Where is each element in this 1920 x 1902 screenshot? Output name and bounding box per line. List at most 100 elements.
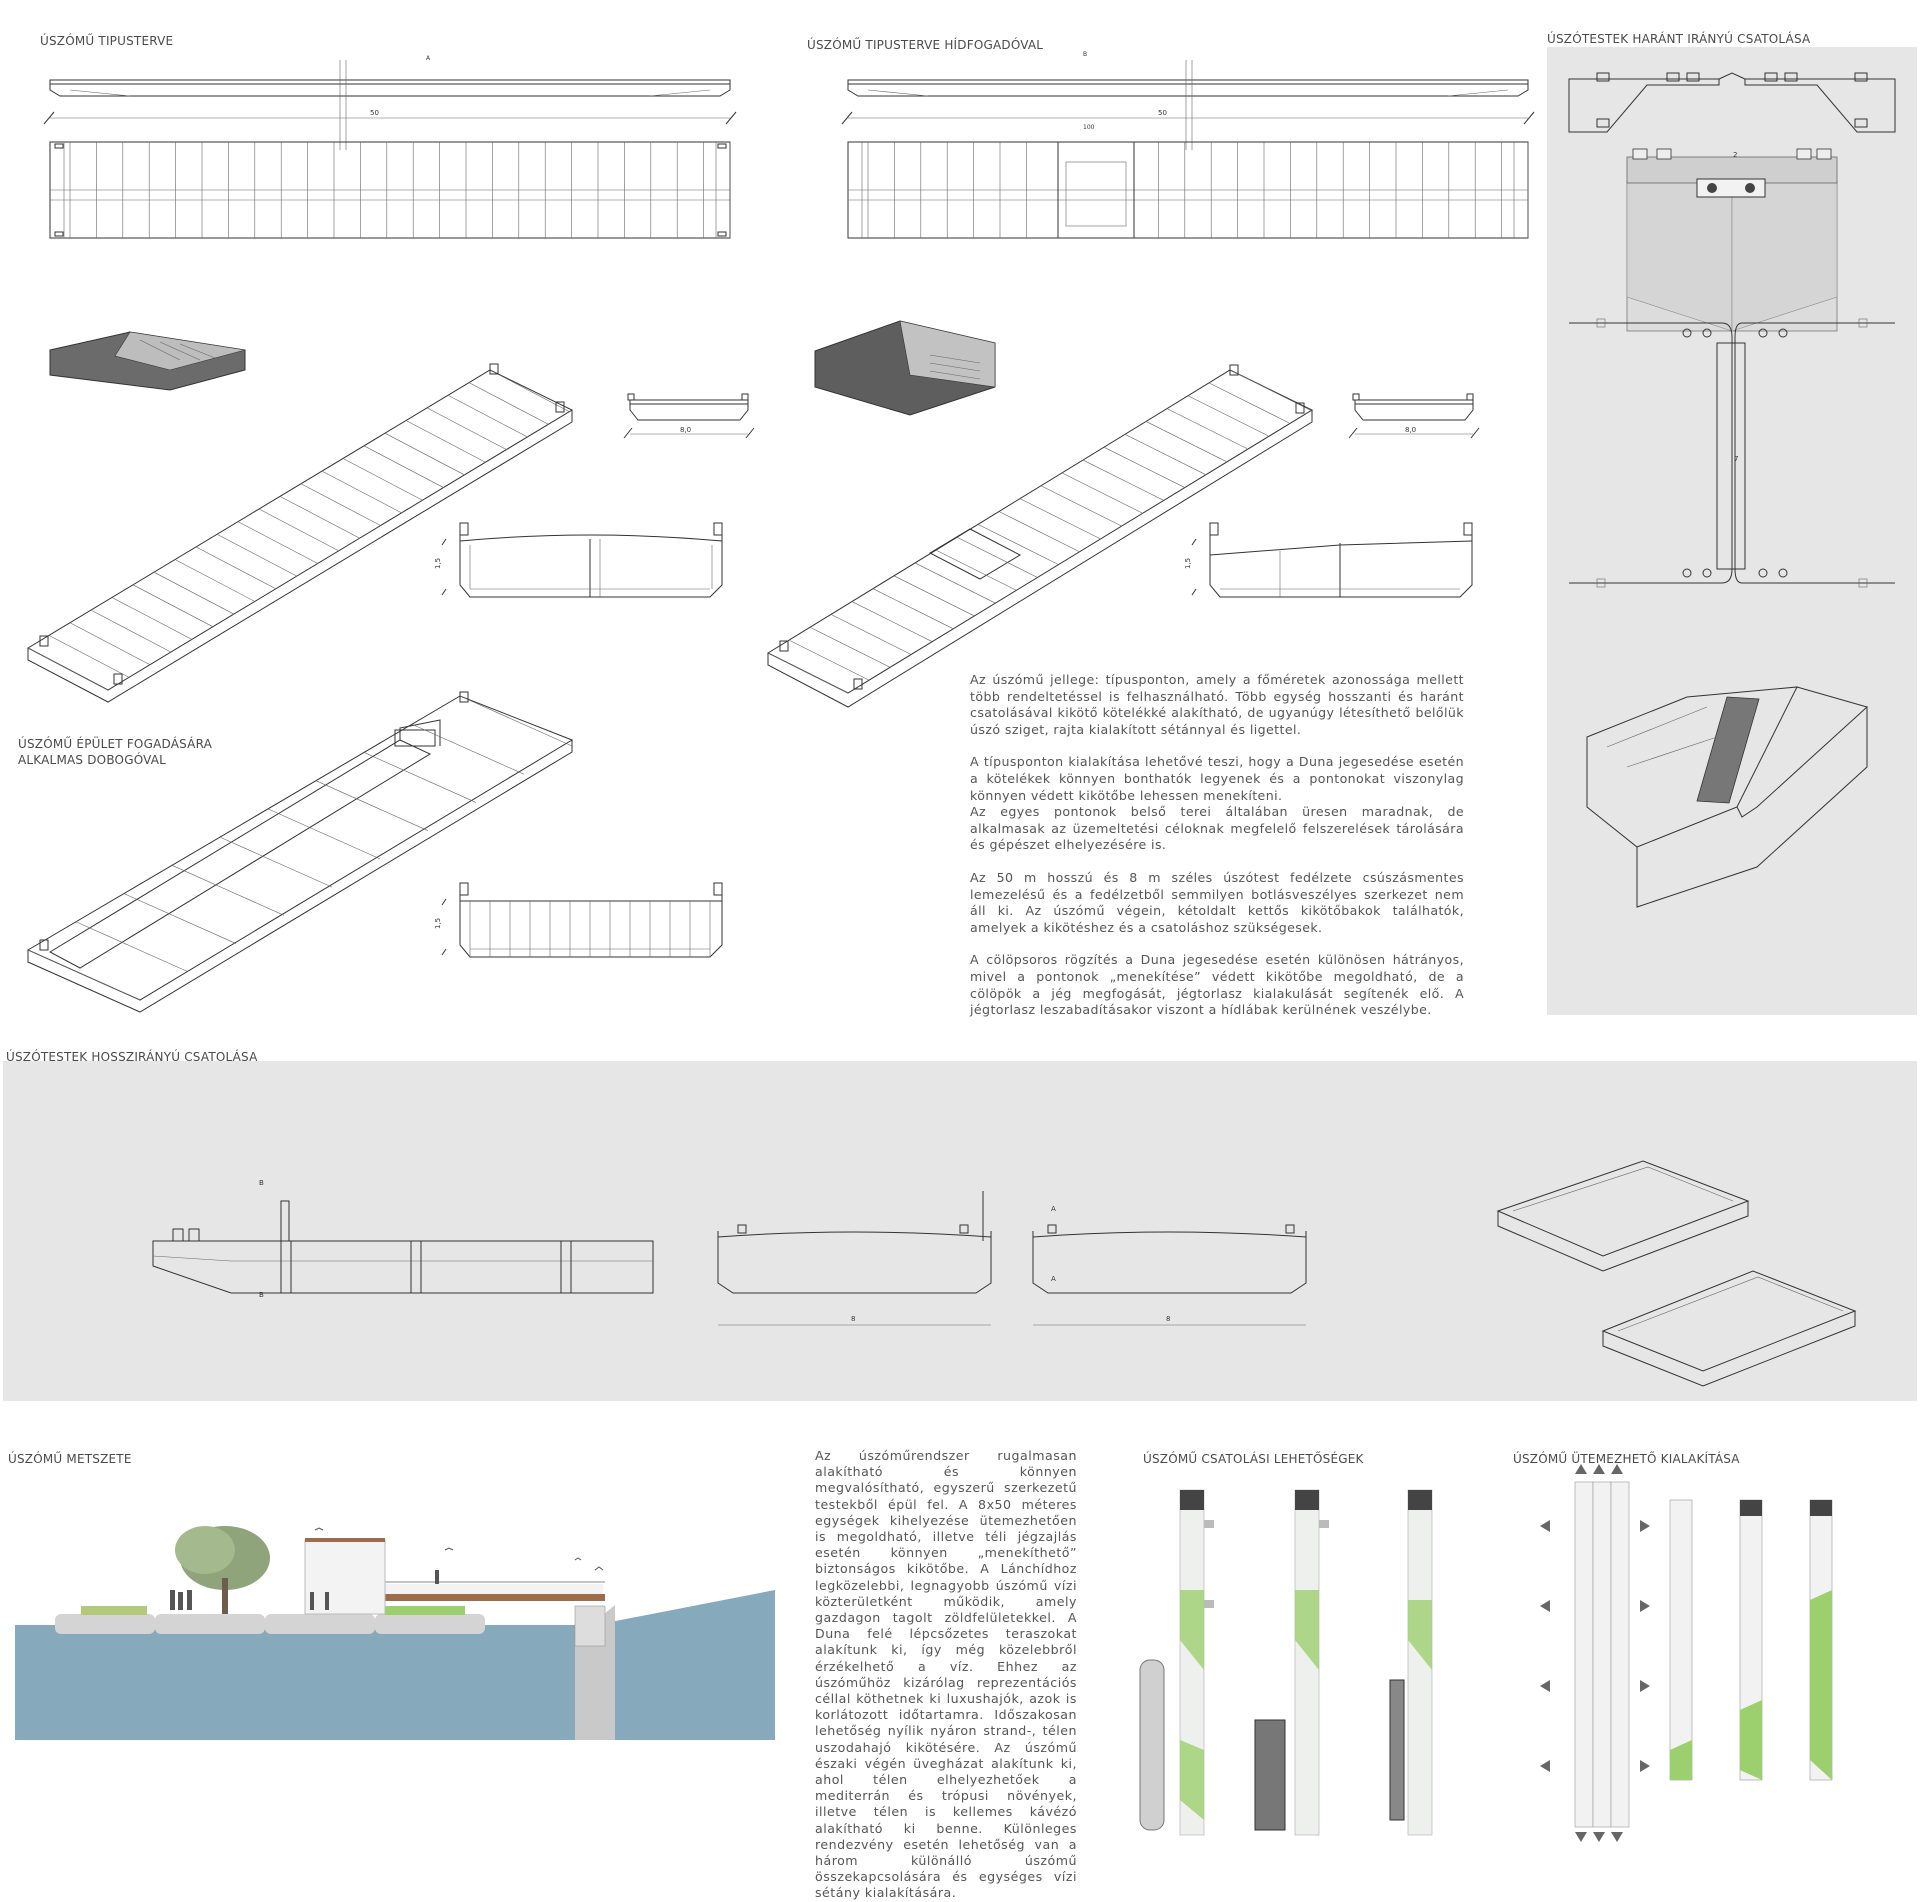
rib-line [914,562,996,604]
rib-line [267,808,381,860]
rib-line [893,575,975,617]
rib-line [1187,395,1269,436]
tipusterv-drawing: 50 A [43,55,737,239]
pontoon-iso-2 [766,320,1314,708]
rib-line [27,647,109,691]
long-b-bottom: B [259,1291,264,1299]
dim-8a: 8,0 [680,426,691,434]
rib-line [258,508,340,552]
rib-line [279,496,361,539]
rib-line [1040,485,1122,527]
main-paragraph-4: Az 50 m hosszú és 8 m széles úszótest fe… [970,869,1464,935]
rib-line [956,536,1038,578]
title-harant: ÚSZÓTESTEK HARÁNT IRÁNYÚ CSATOLÁSA [1547,32,1811,46]
section-a-mark: A [426,55,431,62]
dim-2: 2 [1733,151,1737,159]
hidfogado-drawing: 50 100 B [841,51,1535,239]
rib-line [123,893,237,944]
dim-8b: 8,0 [1405,426,1416,434]
harant-drawings: 2 7 [1568,72,1896,908]
rib-line [977,524,1059,565]
rib-line [1208,382,1290,424]
long-b-top: B [259,1179,264,1187]
title-epulet-2: ALKALMAS DOBOGÓVAL [18,753,167,767]
title-tipusterv: ÚSZÓMŰ TIPUSTERVE [40,34,174,48]
section-b-mark: B [1083,51,1087,58]
rib-line [363,445,445,489]
rib-line [27,949,141,1001]
main-paragraph-5: A cölöpsoros rögzítés a Duna jegesedése … [970,952,1464,1018]
rib-line [1082,459,1164,501]
title-epulet-1: ÚSZÓMŰ ÉPÜLET FOGADÁSÁRA [18,737,213,751]
rib-line [384,432,466,476]
main-paragraph-2: A típusponton kialakítása lehetővé teszi… [970,754,1464,803]
main-paragraph-1: Az úszómű jellege: típusponton, amely a … [970,672,1464,737]
title-hosszirany: ÚSZÓTESTEK HOSSZIRÁNYÚ CSATOLÁSA [6,1050,258,1064]
rib-line [447,395,529,438]
rib-line [90,609,172,653]
rib-line [459,695,573,747]
rib-line [1124,434,1206,475]
section-small-2: 8,0 [1348,393,1480,439]
cross-a-bottom: A [1051,1275,1056,1283]
secondary-description: Az úszóműrendszer rugalmasan alakítható … [815,1448,1077,1901]
section-large-1: 1,5 [434,522,723,598]
dim-50b: 50 [1158,109,1167,117]
strip-2 [1254,1489,1329,1836]
rib-line [489,369,571,413]
rib-line [75,921,189,973]
title-hidfogado: ÚSZÓMŰ TIPUSTERVE HÍDFOGADÓVAL [807,38,1044,52]
rib-line [1103,446,1185,488]
metszet-illustration [15,1526,775,1740]
rib-line [1166,408,1248,449]
title-utemezheto: ÚSZÓMŰ ÜTEMEZHETŐ KIALAKÍTÁSA [1513,1452,1740,1466]
rib-line [1145,421,1227,462]
rib-line [468,382,550,425]
rib-line [935,549,1017,591]
dim-8d: 8 [1166,1315,1170,1323]
rib-line [809,627,891,668]
rib-line [315,780,429,831]
rib-line [132,584,214,628]
pontoon-iso-1 [26,331,574,703]
rib-line [321,470,403,514]
rib-line [216,534,298,577]
rib-line [174,559,256,602]
rib-line [767,652,849,694]
section-large-2: 1,5 [1184,522,1473,598]
main-description: Az úszómű jellege: típusponton, amely a … [970,672,1464,1035]
cross-a-top: A [1051,1205,1056,1213]
rib-line [171,865,285,916]
rib-line [195,546,277,590]
rib-line [153,571,235,615]
dim-7: 7 [1734,455,1738,463]
rib-line [830,614,912,655]
rib-line [363,752,477,803]
csatolasi-strip-3 [1389,1489,1433,1836]
strip-1 [1139,1489,1214,1836]
title-metszet: ÚSZÓMŰ METSZETE [8,1452,132,1466]
rib-line [1229,369,1311,411]
rib-line [851,601,933,642]
dim-15a: 1,5 [434,558,442,569]
section-large-3: 1,5 [434,882,723,958]
dim-50a: 50 [370,109,379,117]
rib-line [48,635,130,678]
title-csatolasi: ÚSZÓMŰ CSATOLÁSI LEHETŐSÉGEK [1143,1452,1364,1466]
rib-line [998,511,1080,552]
pontoon-iso-3 [26,691,574,1013]
hosszirany-drawings: B B 8 8 A A [152,1160,1857,1387]
dim-15b: 1,5 [1184,558,1192,569]
main-paragraph-3: Az egyes pontonok belső terei általában … [970,804,1464,853]
rib-line [237,521,319,564]
rib-line [300,483,382,526]
rib-line [111,597,193,640]
utemezheto-drawings [1540,1464,1833,1842]
rib-line [788,639,870,681]
rib-line [405,420,487,463]
section-small-1: 8,0 [623,393,755,439]
rib-line [872,588,954,629]
dim-100: 100 [1083,124,1095,131]
dim-8c: 8 [851,1315,855,1323]
rib-line [342,458,424,501]
